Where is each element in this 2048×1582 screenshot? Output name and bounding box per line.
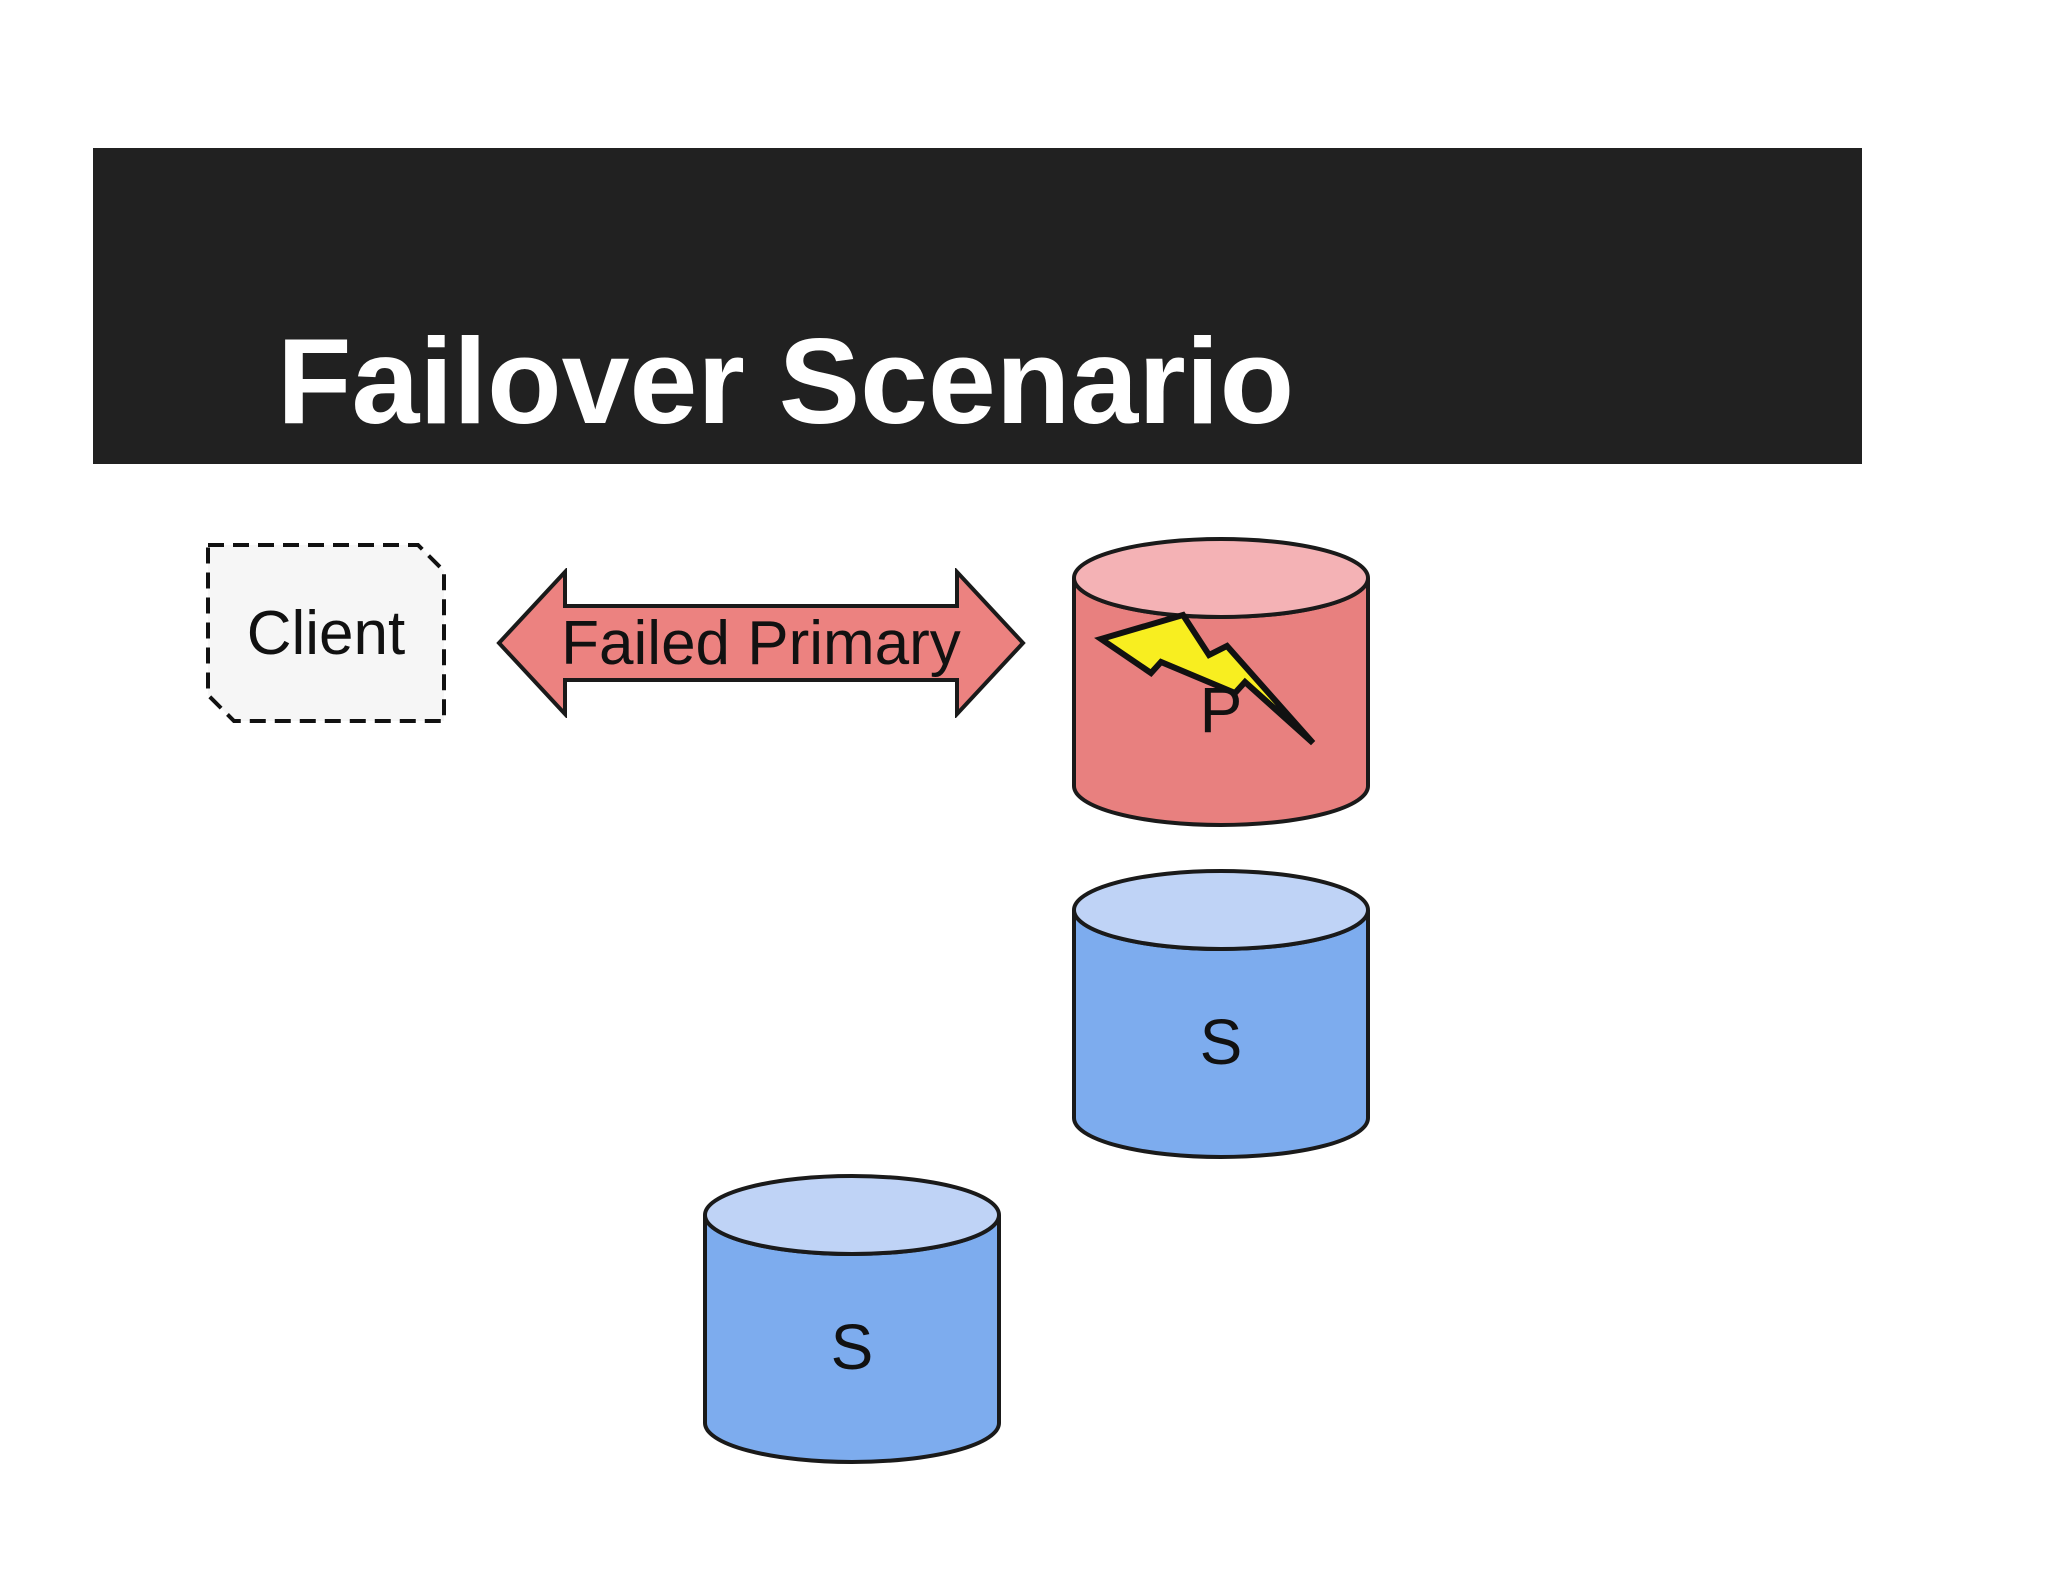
client-box: Client bbox=[205, 542, 447, 724]
primary-node: P bbox=[1071, 536, 1371, 828]
secondary-node-top: S bbox=[1071, 868, 1371, 1160]
primary-cylinder-top bbox=[1072, 537, 1370, 619]
secondary-bottom-cylinder-top bbox=[703, 1174, 1001, 1256]
secondary-top-node-label: S bbox=[1200, 1006, 1243, 1078]
page-title: Failover Scenario bbox=[277, 313, 1295, 449]
slide-title-bar: Failover Scenario bbox=[93, 148, 1862, 464]
lightning-bolt-icon bbox=[1094, 611, 1316, 746]
double-arrow-icon bbox=[496, 568, 1026, 718]
secondary-cylinder-bottom-shape: S bbox=[703, 1174, 1001, 1464]
double-arrow-shape bbox=[496, 568, 1026, 718]
client-box-outline bbox=[206, 543, 446, 723]
secondary-cylinder-top-shape: S bbox=[1072, 869, 1370, 1159]
failover-arrow: Failed Primary bbox=[496, 568, 1026, 718]
primary-cylinder: P bbox=[1072, 537, 1370, 827]
client-box-shape bbox=[206, 543, 446, 723]
secondary-node-bottom: S bbox=[702, 1173, 1002, 1465]
secondary-bottom-node-label: S bbox=[831, 1311, 874, 1383]
secondary-top-cylinder-top bbox=[1072, 869, 1370, 951]
